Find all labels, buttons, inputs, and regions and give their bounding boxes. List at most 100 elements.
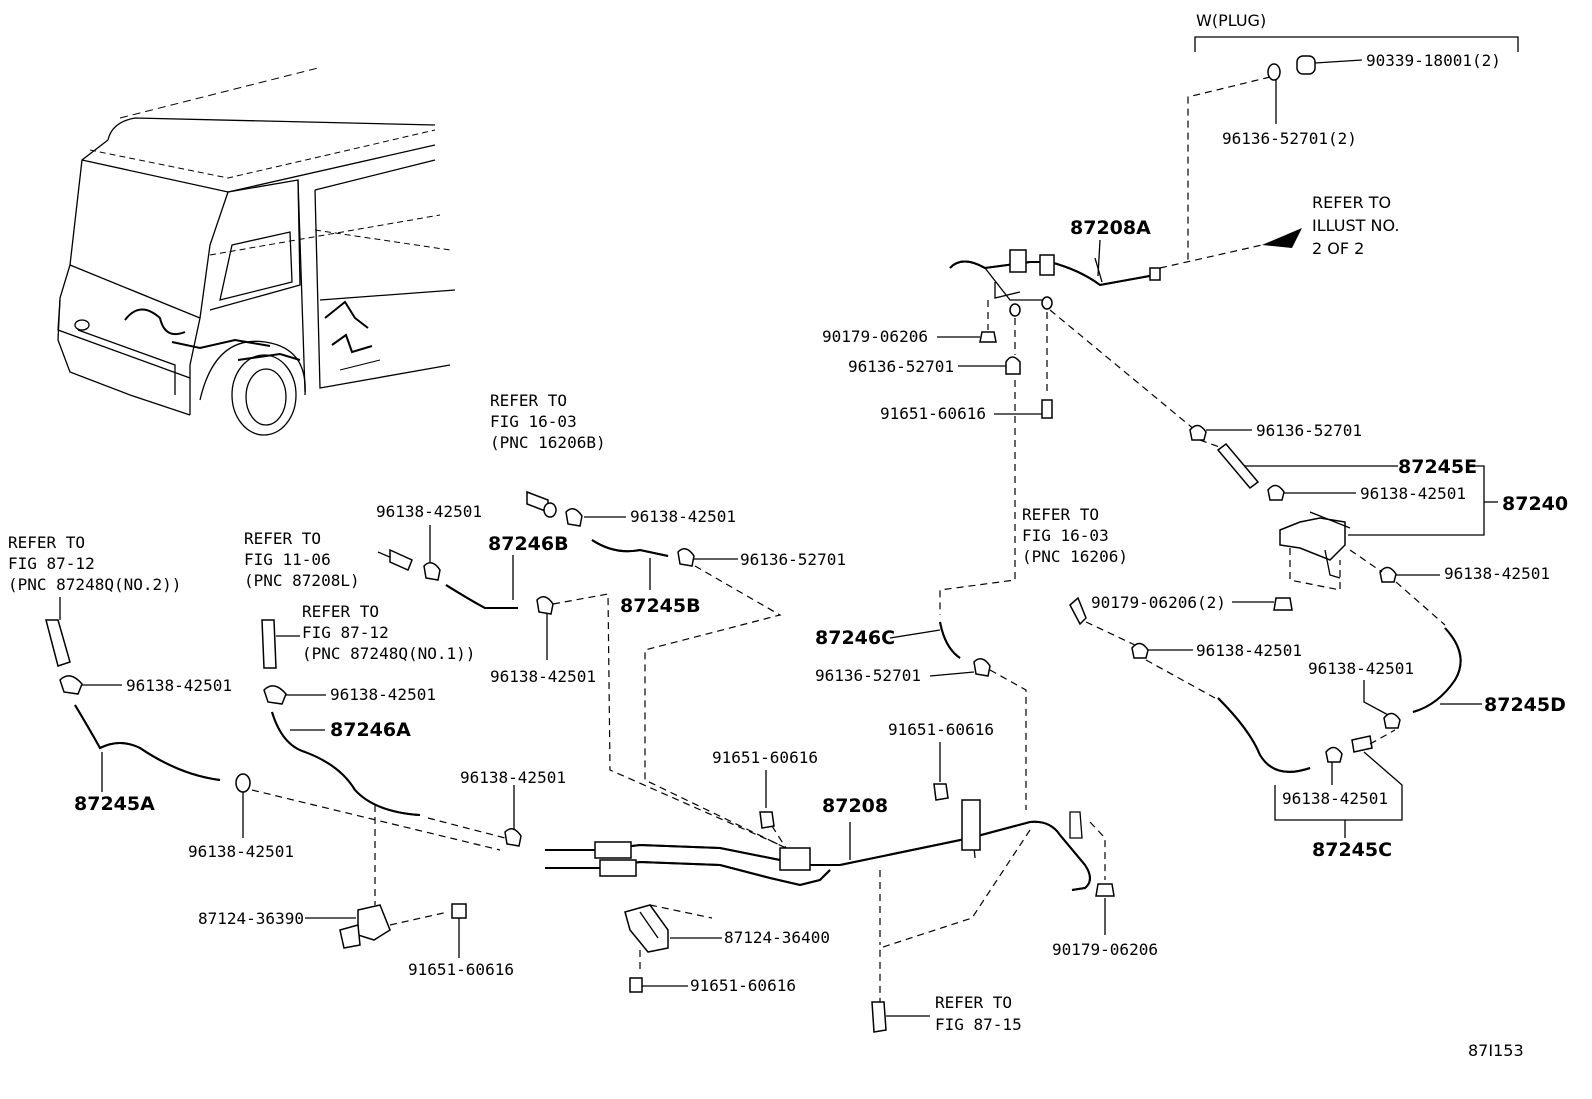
nut-icon bbox=[1273, 597, 1293, 611]
clamp-icon bbox=[235, 773, 251, 793]
svg-text:90179-06206: 90179-06206 bbox=[822, 327, 928, 346]
clamp-icon bbox=[1383, 712, 1401, 729]
refer-fig-11-06: REFER TO FIG 11-06 (PNC 87208L) bbox=[244, 529, 360, 590]
svg-text:(PNC 87248Q(NO.1)): (PNC 87248Q(NO.1)) bbox=[302, 644, 475, 663]
svg-text:2 OF 2: 2 OF 2 bbox=[1312, 239, 1364, 258]
svg-text:87124-36400: 87124-36400 bbox=[724, 928, 830, 947]
callout-91651-top: 91651-60616 bbox=[880, 399, 1053, 423]
clamp-icon bbox=[565, 508, 583, 527]
refer-fig-16-03-top: REFER TO FIG 16-03 (PNC 16206B) bbox=[490, 391, 606, 452]
clamp-icon bbox=[1189, 424, 1207, 441]
bolt-icon bbox=[451, 903, 467, 919]
clamp-icon bbox=[1267, 484, 1285, 501]
refer-fig-87-12-no2: REFER TO FIG 87-12 (PNC 87248Q(NO.2)) bbox=[8, 533, 181, 594]
callout-96136-c: 96136-52701 bbox=[815, 666, 921, 685]
clamp-icon bbox=[263, 685, 287, 705]
clamp-icon bbox=[677, 548, 695, 567]
svg-text:(PNC 87208L): (PNC 87208L) bbox=[244, 571, 360, 590]
callout-91651-center: 91651-60616 bbox=[712, 748, 818, 767]
callout-91651-bottom: 91651-60616 bbox=[690, 976, 796, 995]
part-87245C-label: 87245C bbox=[1312, 839, 1392, 861]
clamp-icon bbox=[973, 658, 991, 677]
callout-96138-right: 96138-42501 bbox=[1349, 549, 1550, 626]
clamp-icon bbox=[1131, 642, 1149, 659]
svg-text:REFER TO: REFER TO bbox=[490, 391, 567, 410]
part-87246B-hose bbox=[445, 584, 518, 609]
part-87246B-label: 87246B bbox=[488, 533, 569, 555]
callout-96138-left: 96138-42501 bbox=[126, 676, 232, 695]
bolt-icon bbox=[933, 783, 949, 801]
pipe-87208A: 87208A bbox=[949, 217, 1161, 317]
plug-icon bbox=[1296, 55, 1316, 75]
svg-text:REFER TO: REFER TO bbox=[1312, 193, 1391, 212]
part-87245D: 87245D bbox=[1412, 627, 1566, 716]
svg-text:87124-36390: 87124-36390 bbox=[198, 909, 304, 928]
part-87245A-hose bbox=[74, 704, 221, 781]
nut-icon bbox=[979, 331, 997, 343]
svg-text:91651-60616: 91651-60616 bbox=[880, 404, 986, 423]
svg-text:(PNC 16206): (PNC 16206) bbox=[1022, 547, 1128, 566]
bolt-icon bbox=[759, 811, 775, 829]
svg-text:96138-42501: 96138-42501 bbox=[1444, 564, 1550, 583]
part-87208A-label: 87208A bbox=[1070, 217, 1151, 239]
pipe-87208: 87208 bbox=[545, 795, 1091, 891]
part-87245A-label: 87245A bbox=[74, 793, 155, 815]
svg-text:87245D: 87245D bbox=[1484, 694, 1566, 716]
svg-text:REFER TO: REFER TO bbox=[8, 533, 85, 552]
callout-96138-below-b: 96138-42501 bbox=[490, 667, 596, 686]
callout-96138-e: 96138-42501 bbox=[1267, 484, 1466, 503]
valve-bracket bbox=[1279, 511, 1351, 591]
svg-text:(PNC 16206B): (PNC 16206B) bbox=[490, 433, 606, 452]
part-87246A-hose bbox=[271, 711, 421, 816]
callout-96138-mid-right: 96138-42501 bbox=[1131, 641, 1302, 660]
part-87208-label: 87208 bbox=[822, 795, 888, 817]
nut-icon bbox=[1095, 883, 1115, 897]
refer-fig-87-15: REFER TO FIG 87-15 bbox=[871, 993, 1022, 1034]
truck-illustration bbox=[57, 67, 456, 436]
clamp-icon bbox=[423, 562, 441, 581]
svg-text:FIG 16-03: FIG 16-03 bbox=[1022, 526, 1109, 545]
refer-illust-note: REFER TO ILLUST NO. 2 OF 2 bbox=[1159, 193, 1399, 269]
bracket-87124-36390: 87124-36390 bbox=[198, 904, 449, 949]
svg-text:FIG 87-12: FIG 87-12 bbox=[8, 554, 95, 573]
clamp-icon bbox=[1379, 566, 1397, 583]
plug-clamp-icon bbox=[1267, 63, 1281, 81]
arrow-icon bbox=[1262, 228, 1302, 248]
callout-96138-d: 96138-42501 bbox=[1308, 659, 1414, 729]
svg-text:FIG 87-15: FIG 87-15 bbox=[935, 1015, 1022, 1034]
svg-text:REFER TO: REFER TO bbox=[1022, 505, 1099, 524]
callout-96138-top-b: 96138-42501 bbox=[630, 507, 736, 526]
part-87245B-label: 87245B bbox=[620, 595, 701, 617]
svg-text:ILLUST NO.: ILLUST NO. bbox=[1312, 216, 1399, 235]
svg-text:(PNC 87248Q(NO.2)): (PNC 87248Q(NO.2)) bbox=[8, 575, 181, 594]
plug-part-label: 90339-18001(2) bbox=[1366, 51, 1501, 70]
callout-96138-top-a: 96138-42501 bbox=[376, 502, 482, 521]
refer-fig-87-12-no1: REFER TO FIG 87-12 (PNC 87248Q(NO.1)) bbox=[302, 602, 475, 663]
callout-91651-bottom-left: 91651-60616 bbox=[408, 960, 514, 979]
svg-text:96136-52701: 96136-52701 bbox=[848, 357, 954, 376]
svg-text:REFER TO: REFER TO bbox=[244, 529, 321, 548]
callout-96138-center: 96138-42501 bbox=[460, 768, 566, 787]
bolt-icon bbox=[1041, 399, 1053, 419]
callout-90179-2: 90179-06206(2) bbox=[1091, 593, 1293, 612]
svg-text:96138-42501: 96138-42501 bbox=[1308, 659, 1414, 678]
part-87245B-hose bbox=[591, 539, 669, 557]
clamp-icon bbox=[1325, 746, 1343, 763]
part-87245E: 87245E bbox=[1216, 442, 1477, 490]
svg-text:87245E: 87245E bbox=[1398, 456, 1477, 478]
refer-fig-16-03-right: REFER TO FIG 16-03 (PNC 16206) bbox=[1022, 505, 1128, 566]
callout-90179-top: 90179-06206 bbox=[822, 327, 997, 346]
diagram-id: 87I153 bbox=[1468, 1041, 1524, 1060]
part-87245C-hose bbox=[1217, 697, 1311, 773]
clamp-icon bbox=[59, 675, 83, 695]
clamp-icon bbox=[536, 596, 554, 615]
svg-text:96136-52701: 96136-52701 bbox=[1256, 421, 1362, 440]
callout-96138-mid-left: 96138-42501 bbox=[330, 685, 436, 704]
svg-text:90179-06206(2): 90179-06206(2) bbox=[1091, 593, 1226, 612]
callout-91651-right-center: 91651-60616 bbox=[888, 720, 994, 739]
callout-96136-top: 96136-52701 bbox=[848, 356, 1021, 376]
svg-text:FIG 16-03: FIG 16-03 bbox=[490, 412, 577, 431]
callout-96138-c: 96138-42501 bbox=[1282, 789, 1388, 808]
svg-text:96138-42501: 96138-42501 bbox=[1360, 484, 1466, 503]
part-87240-label: 87240 bbox=[1502, 493, 1568, 515]
